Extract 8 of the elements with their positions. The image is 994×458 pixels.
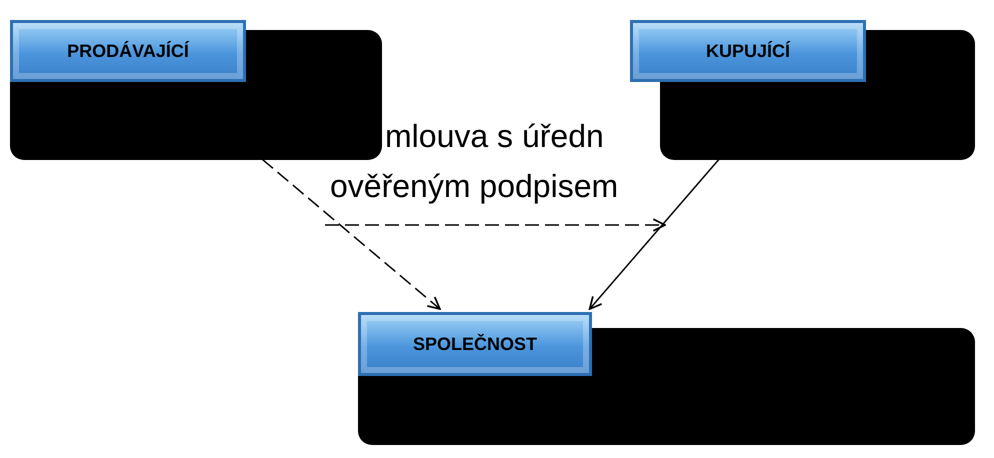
process-box [10,20,246,82]
node-label: KUPUJÍCÍ [706,40,790,62]
process-box [630,20,866,82]
process-box [358,312,592,376]
node-label: PRODÁVAJÍCÍ [67,40,189,62]
node-label: SPOLEČNOST [412,334,537,354]
contract-note: ověřeným podpisem [330,168,618,205]
contract-note: mlouva s úředn [385,118,604,155]
